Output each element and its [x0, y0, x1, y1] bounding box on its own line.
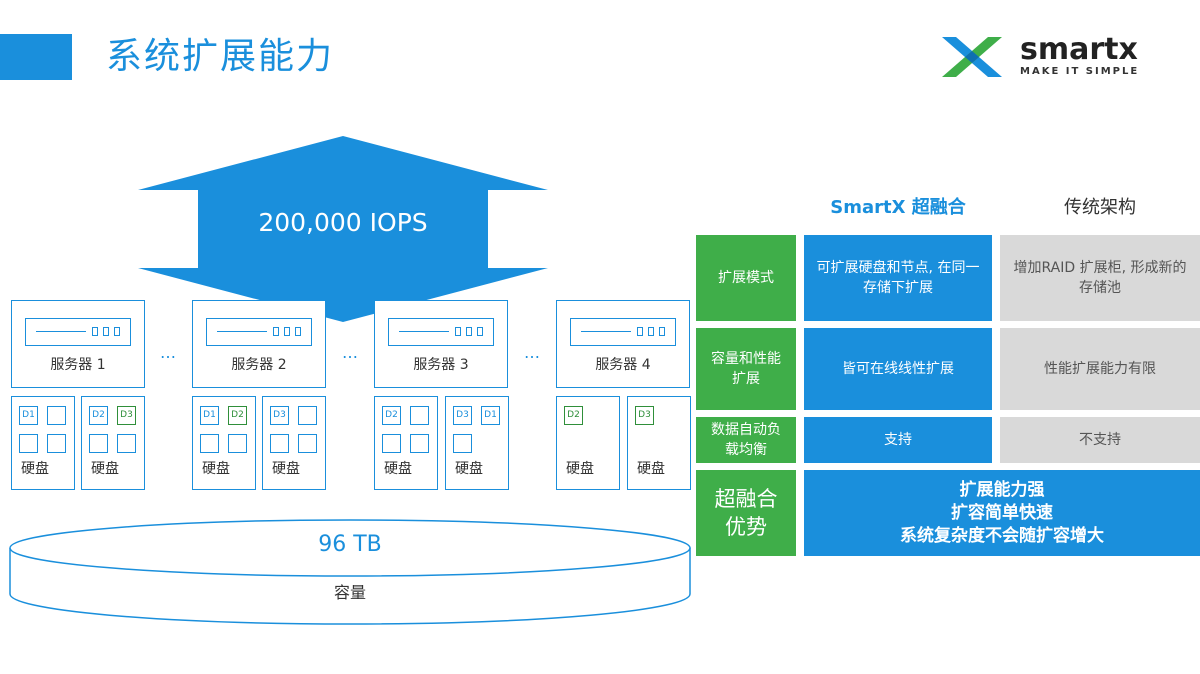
server-name: 服务器 3	[413, 357, 469, 373]
disk-slot	[200, 434, 219, 453]
capacity-label: 容量	[333, 583, 366, 602]
disk: D3 硬盘	[627, 396, 691, 490]
disk-slot	[410, 434, 429, 453]
disk-label: 硬盘	[455, 461, 483, 477]
disk: D1 D2 硬盘	[192, 396, 256, 490]
disk-label: 硬盘	[202, 461, 230, 477]
page-title: 系统扩展能力	[106, 36, 335, 77]
advantage-points: 扩展能力强 扩容简单快速 系统复杂度不会随扩容增大	[804, 470, 1200, 556]
disk-slot	[47, 406, 66, 425]
disk-slot	[89, 434, 108, 453]
server-1: 服务器 1	[11, 300, 145, 388]
disk-slot: D2	[382, 406, 401, 425]
disk-slot	[453, 434, 472, 453]
server-2: 服务器 2	[192, 300, 326, 388]
ellipsis: …	[524, 343, 542, 362]
disk-label: 硬盘	[566, 461, 594, 477]
logo-tagline: MAKE IT SIMPLE	[1020, 66, 1140, 77]
disk-slot: D3	[635, 406, 654, 425]
advantage-point: 系统复杂度不会随扩容增大	[900, 525, 1104, 546]
disk-label: 硬盘	[637, 461, 665, 477]
advantage-point: 扩容简单快速	[951, 502, 1053, 523]
server-chassis-icon	[570, 318, 676, 346]
logo-wordmark: smartx	[1020, 32, 1138, 67]
server-chassis-icon	[388, 318, 494, 346]
header-smartx: SmartX 超融合	[830, 197, 966, 218]
feature-scale-mode: 扩展模式	[696, 235, 796, 321]
disk-slot	[117, 434, 136, 453]
server-chassis-icon	[25, 318, 131, 346]
disk: D3 D1 硬盘	[445, 396, 509, 490]
smartx-auto-balance: 支持	[804, 417, 992, 463]
disk-slot: D2	[564, 406, 583, 425]
smartx-logo-mark-icon	[942, 37, 1002, 77]
disk: D2 硬盘	[374, 396, 438, 490]
disk-slot: D3	[270, 406, 289, 425]
disk-slot	[19, 434, 38, 453]
disk-slot	[228, 434, 247, 453]
disk-slot: D1	[19, 406, 38, 425]
disk-slot	[410, 406, 429, 425]
disk-label: 硬盘	[21, 461, 49, 477]
disk: D3 硬盘	[262, 396, 326, 490]
iops-double-arrow	[138, 136, 548, 322]
capacity-value: 96 TB	[318, 532, 382, 557]
disk-slot: D2	[89, 406, 108, 425]
title-accent-bar	[0, 34, 72, 80]
disk: D1 硬盘	[11, 396, 75, 490]
ellipsis: …	[160, 343, 178, 362]
disk-slot: D3	[117, 406, 136, 425]
server-name: 服务器 2	[231, 357, 287, 373]
server-4: 服务器 4	[556, 300, 690, 388]
ellipsis: …	[342, 343, 360, 362]
disk-slot	[382, 434, 401, 453]
disk: D2 硬盘	[556, 396, 620, 490]
server-chassis-icon	[206, 318, 312, 346]
disk-slot	[298, 434, 317, 453]
disk-label: 硬盘	[272, 461, 300, 477]
header-traditional: 传统架构	[1064, 197, 1136, 218]
disk-label: 硬盘	[384, 461, 412, 477]
disk-slot	[298, 406, 317, 425]
disk: D2 D3 硬盘	[81, 396, 145, 490]
server-name: 服务器 1	[50, 357, 106, 373]
disk-slot: D3	[453, 406, 472, 425]
disk-slot	[47, 434, 66, 453]
server-name: 服务器 4	[595, 357, 651, 373]
smartx-scale-mode: 可扩展硬盘和节点, 在同一存储下扩展	[804, 235, 992, 321]
traditional-capacity-performance: 性能扩展能力有限	[1000, 328, 1200, 410]
traditional-auto-balance: 不支持	[1000, 417, 1200, 463]
disk-label: 硬盘	[91, 461, 119, 477]
feature-capacity-performance: 容量和性能扩展	[696, 328, 796, 410]
disk-slot	[270, 434, 289, 453]
smartx-logo: smartx MAKE IT SIMPLE	[942, 33, 1156, 85]
disk-slot: D2	[228, 406, 247, 425]
advantage-point: 扩展能力强	[959, 479, 1045, 500]
feature-auto-balance: 数据自动负载均衡	[696, 417, 796, 463]
capacity-cylinder	[9, 519, 691, 625]
smartx-capacity-performance: 皆可在线线性扩展	[804, 328, 992, 410]
traditional-scale-mode: 增加RAID 扩展柜, 形成新的存储池	[1000, 235, 1200, 321]
advantage-label: 超融合优势	[696, 470, 796, 556]
disk-slot: D1	[200, 406, 219, 425]
iops-label: 200,000 IOPS	[258, 208, 428, 237]
disk-slot: D1	[481, 406, 500, 425]
server-3: 服务器 3	[374, 300, 508, 388]
